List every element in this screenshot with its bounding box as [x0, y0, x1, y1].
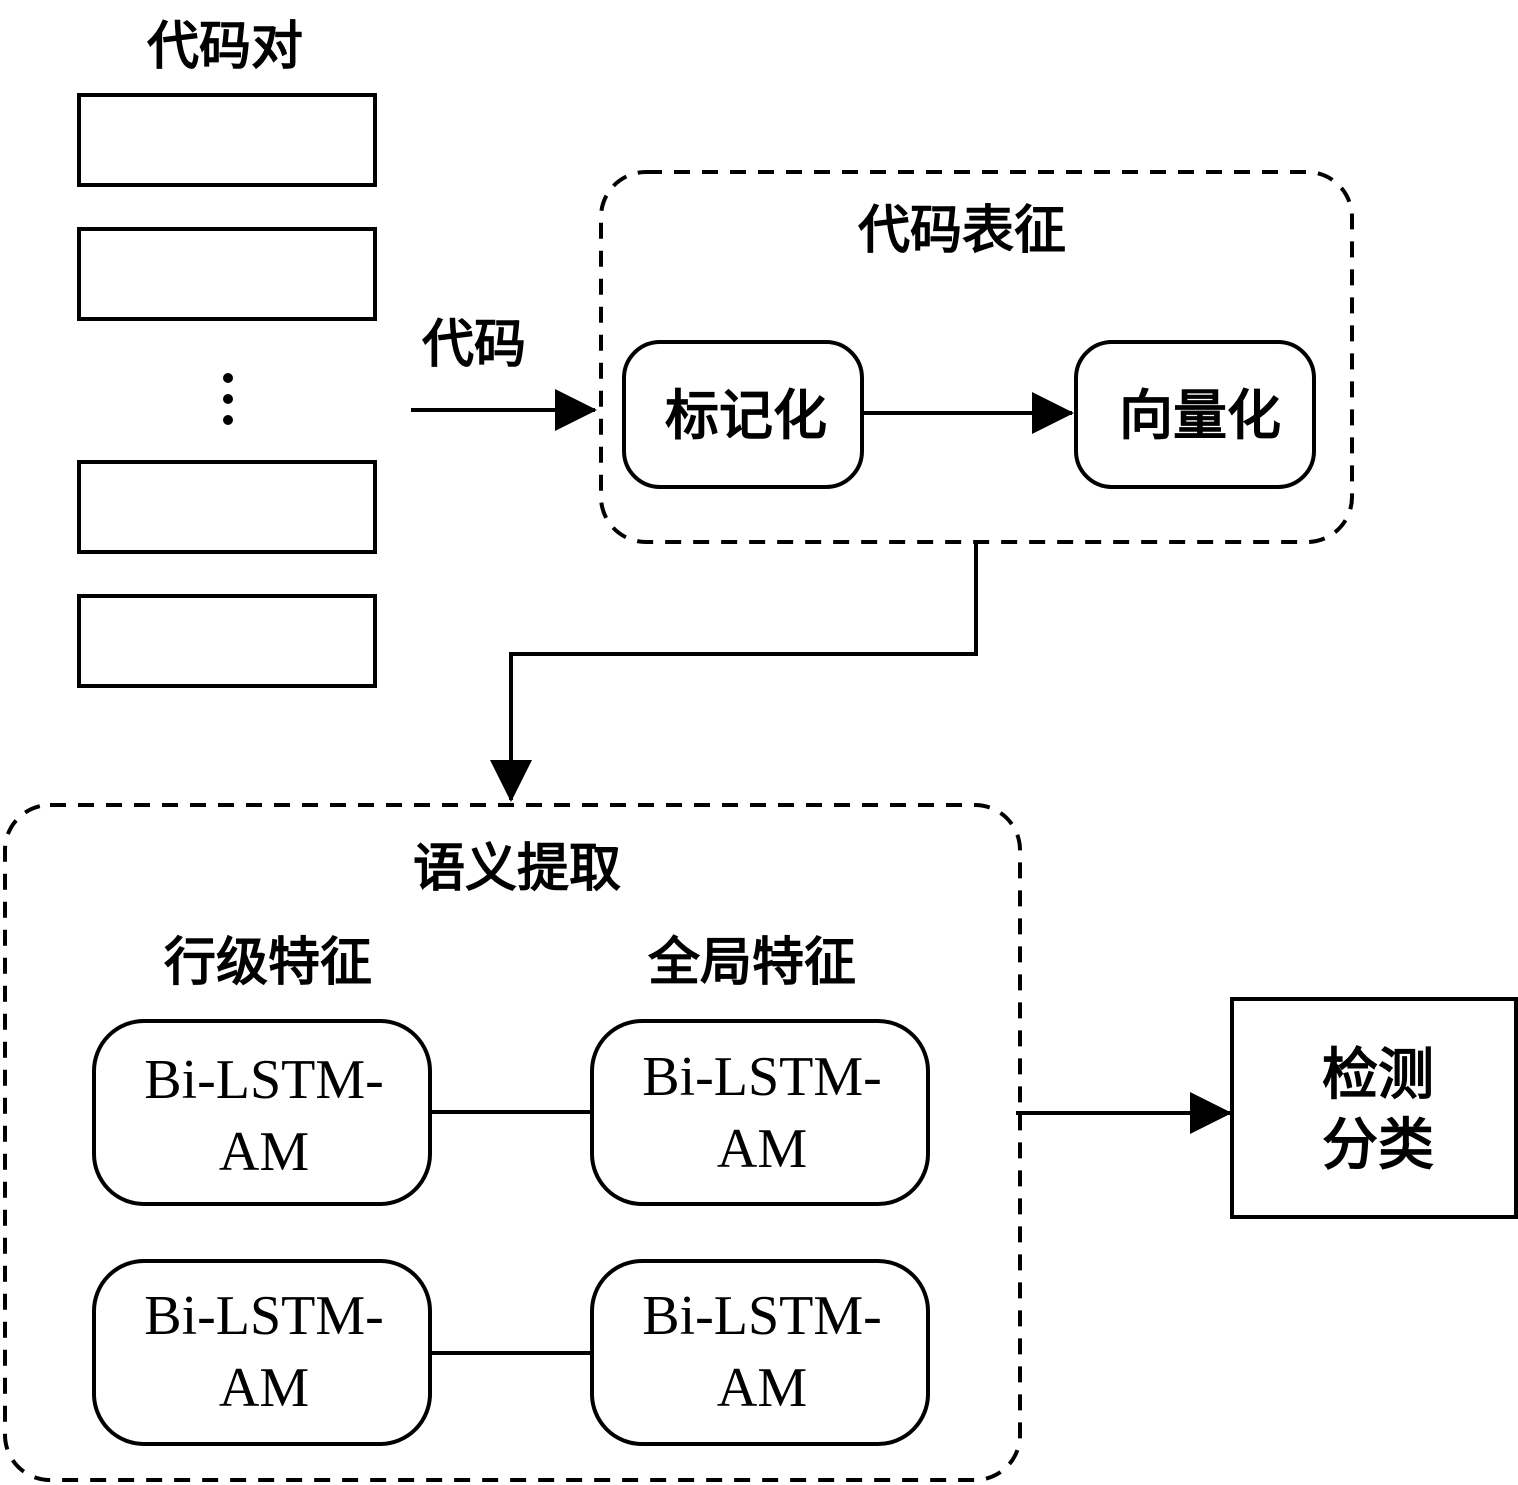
- code-pair-box-1: [77, 93, 377, 187]
- code-pair-box-4: [77, 594, 377, 688]
- code-pairs-title: 代码对: [146, 17, 303, 77]
- vectorization-label: 向量化: [1119, 384, 1281, 447]
- lstm-box-line-2-text-top: Bi-LSTM-: [144, 1285, 384, 1347]
- semantic-extraction-title: 语义提取: [413, 839, 621, 899]
- lstm-box-line-1-text-top: Bi-LSTM-: [144, 1049, 384, 1111]
- detection-label: 检测: [1322, 1043, 1434, 1108]
- lstm-box-line-2-text-bottom: AM: [219, 1357, 309, 1419]
- tokenization-label: 标记化: [665, 384, 827, 447]
- global-features-title: 全局特征: [647, 933, 856, 993]
- vectorization-box: [1074, 340, 1316, 489]
- lstm-box-global-1: [590, 1019, 930, 1206]
- lstm-box-global-1-text-bottom: AM: [717, 1118, 807, 1180]
- ellipsis-dots: [223, 373, 233, 425]
- lstm-box-global-2-text-bottom: AM: [717, 1357, 807, 1419]
- lstm-box-global-1-text-top: Bi-LSTM-: [642, 1046, 882, 1108]
- line-features-title: 行级特征: [164, 933, 372, 993]
- detection-classification-box: [1230, 997, 1518, 1219]
- code-label: 代码: [421, 315, 526, 375]
- lstm-box-global-2: [590, 1259, 930, 1446]
- representation-to-extraction-connector: [490, 542, 978, 802]
- lstm-box-global-2-text-top: Bi-LSTM-: [642, 1285, 882, 1347]
- semantic-extraction-group: [3, 803, 1022, 1482]
- classification-label: 分类: [1322, 1113, 1434, 1178]
- code-pair-box-3: [77, 460, 377, 554]
- code-representation-title: 代码表征: [857, 201, 1066, 261]
- code-pair-box-2: [77, 227, 377, 321]
- lstm-box-line-1-text-bottom: AM: [219, 1121, 309, 1183]
